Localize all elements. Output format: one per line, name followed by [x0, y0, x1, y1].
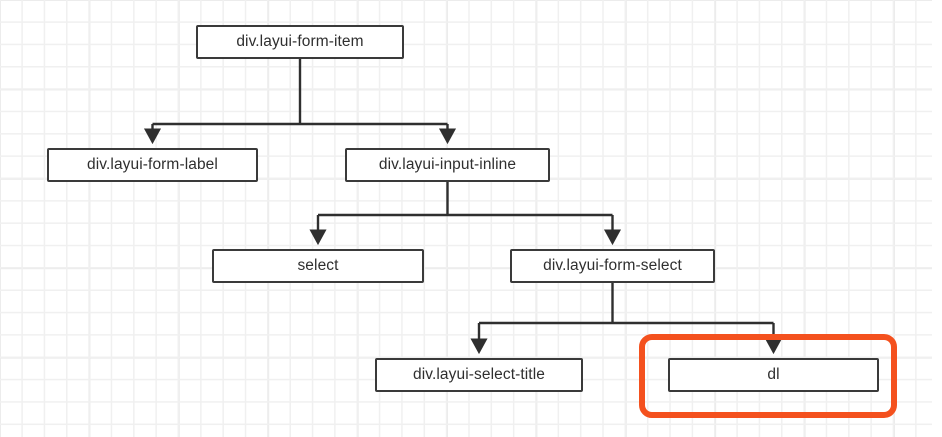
node-label: div.layui-select-title [413, 366, 545, 383]
node-select[interactable]: select [212, 249, 424, 283]
node-label: div.layui-form-label [87, 156, 218, 173]
node-div-layui-input-inline[interactable]: div.layui-input-inline [345, 148, 550, 182]
node-label: select [297, 257, 339, 274]
node-div-layui-form-label[interactable]: div.layui-form-label [47, 148, 258, 182]
node-label: div.layui-form-select [543, 257, 682, 274]
node-dl[interactable]: dl [668, 358, 879, 392]
node-div-layui-form-item[interactable]: div.layui-form-item [196, 25, 404, 59]
node-label: dl [767, 366, 780, 383]
node-label: div.layui-input-inline [378, 156, 517, 173]
dl-highlight-rect [639, 334, 897, 418]
node-div-layui-form-select[interactable]: div.layui-form-select [510, 249, 715, 283]
node-div-layui-select-title[interactable]: div.layui-select-title [375, 358, 583, 392]
node-label: div.layui-form-item [236, 33, 364, 50]
